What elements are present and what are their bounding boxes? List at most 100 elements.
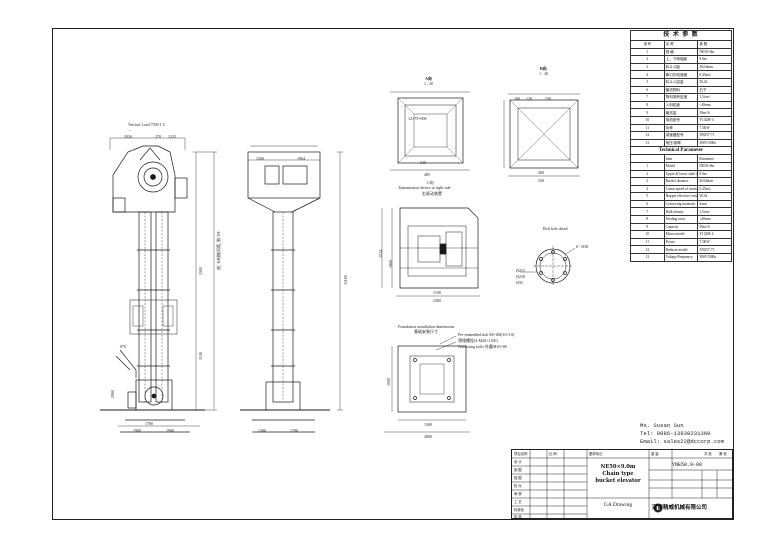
drawing-title: NE50×9.0m Chain type bucket elevator xyxy=(587,464,649,485)
detail-title: Bolt hole detail xyxy=(543,226,568,231)
sec-b-title: B向 xyxy=(540,66,547,71)
contact-name: Ms. Susan Sun xyxy=(640,422,684,429)
param-value: 380V/50Hz xyxy=(697,138,732,148)
found-subtitle: 基础安装尺寸 xyxy=(414,329,438,334)
param-no: 7 xyxy=(630,207,665,217)
param-no: 10 xyxy=(630,115,665,125)
found-note-3: Anchoring bolts 外露M20×80 xyxy=(458,344,507,349)
param-name: 入料粒度 xyxy=(663,100,699,110)
param-name: Reducer model xyxy=(663,245,699,255)
param-no: 3 xyxy=(630,62,665,72)
drawing-title-line-2: Chain type xyxy=(602,471,634,477)
side-dim-1206: 1206 xyxy=(256,156,264,161)
param-value: 9.0m xyxy=(697,169,732,179)
param-value: 1.5t/m³ xyxy=(697,93,732,102)
tb-h-total: 共 张 xyxy=(704,452,712,456)
found-note-1: Pre-embedded bolt M=160(10×10) xyxy=(458,332,515,337)
param-value: 0.45m/s xyxy=(697,70,732,79)
param-name: Bucket distance xyxy=(663,177,699,186)
sec-b-dim-100: 100 xyxy=(514,96,520,101)
side-dim-1300: 1300 xyxy=(258,428,266,433)
contact-block: Ms. Susan Sun Tel: 0086-13938231360 Emai… xyxy=(640,422,724,446)
sec-b-dim-150: 150 xyxy=(545,96,551,101)
front-note-2: ... xyxy=(128,127,131,132)
side-view xyxy=(240,145,343,433)
tb-h-mark: 图样标记 xyxy=(589,452,603,456)
sec-b-scale: 1 : 20 xyxy=(539,71,549,76)
param-value: 0.45m/s xyxy=(697,184,732,194)
found-dim-1300: 1300 xyxy=(424,422,432,427)
front-dim-2500: 2500 xyxy=(198,267,203,275)
param-name: Feeding sizes xyxy=(663,215,699,224)
param-value: 9.0m xyxy=(697,55,732,64)
param-value: Y132M-4 xyxy=(697,230,732,239)
tb-h-weight: 重 量 xyxy=(651,452,659,456)
param-name: Motor model xyxy=(663,230,699,239)
param-no: 11 xyxy=(630,123,665,133)
front-dim-870: 870 xyxy=(120,344,126,349)
param-value: 50.4L xyxy=(697,77,732,87)
sec-b-dim-120: 120 xyxy=(526,96,532,101)
params-header-en-param: Parameter xyxy=(697,154,732,163)
param-name: Model xyxy=(663,161,699,171)
param-value: 380V/50Hz xyxy=(697,253,732,262)
param-name: Conveying materials xyxy=(663,199,699,209)
param-name: 输送物料 xyxy=(663,85,699,95)
detail-dim-35: Ø35 xyxy=(516,280,523,285)
params-title-cn: 技 术 参 数 xyxy=(630,30,732,41)
param-name: Hopper effective volume xyxy=(663,192,699,201)
param-value: NE50×9m xyxy=(697,161,732,171)
param-value: Sand xyxy=(697,199,732,209)
detail-note: 6 - Ø38 xyxy=(576,244,589,249)
front-dim-2: 1225 xyxy=(168,134,176,139)
company-name: 河南精威机械有限公司 xyxy=(652,505,708,511)
param-name: 规 格 xyxy=(663,47,699,57)
param-name: Power xyxy=(663,237,699,247)
tb-role-trace: 描 图 xyxy=(514,476,522,480)
param-value: NE50×9m xyxy=(697,47,732,57)
param-no: 3 xyxy=(630,177,665,186)
front-note-1: Vertical Load 7500 1:5 xyxy=(128,122,165,127)
section-b xyxy=(503,93,580,177)
sec-a-dim-485: 485 xyxy=(424,172,430,177)
sec-b-dim-400: 400 xyxy=(538,170,544,175)
param-name: 电压/频率 xyxy=(663,138,699,148)
trans-dim-1224: 1224 xyxy=(378,250,383,258)
param-no: 9 xyxy=(630,222,665,232)
param-name: Upper & lower shaft distance xyxy=(663,169,699,179)
param-value: XWD7-71 xyxy=(697,245,732,255)
param-no: 9 xyxy=(630,108,665,117)
param-name: Voltage/Frequency xyxy=(663,253,699,262)
company-logo xyxy=(653,503,663,513)
param-no: 1 xyxy=(630,47,665,57)
front-dim-0: 2026 xyxy=(124,134,132,139)
param-value: XWD7-71 xyxy=(697,131,732,140)
contact-tel: Tel: 0086-13938231360 xyxy=(640,430,711,437)
front-dim-1900a: 1900 xyxy=(133,428,141,433)
param-value: <40mm xyxy=(697,100,732,110)
param-value: 50m³/h xyxy=(697,108,732,117)
foundation-view xyxy=(384,335,470,433)
tb-role-check: 校 对 xyxy=(514,484,522,488)
title-block: 项目名称 比 例 图样标记 重 量 共 张 第 张 设 计 制 图 描 图 校 … xyxy=(511,449,734,520)
param-no: 8 xyxy=(630,100,665,110)
